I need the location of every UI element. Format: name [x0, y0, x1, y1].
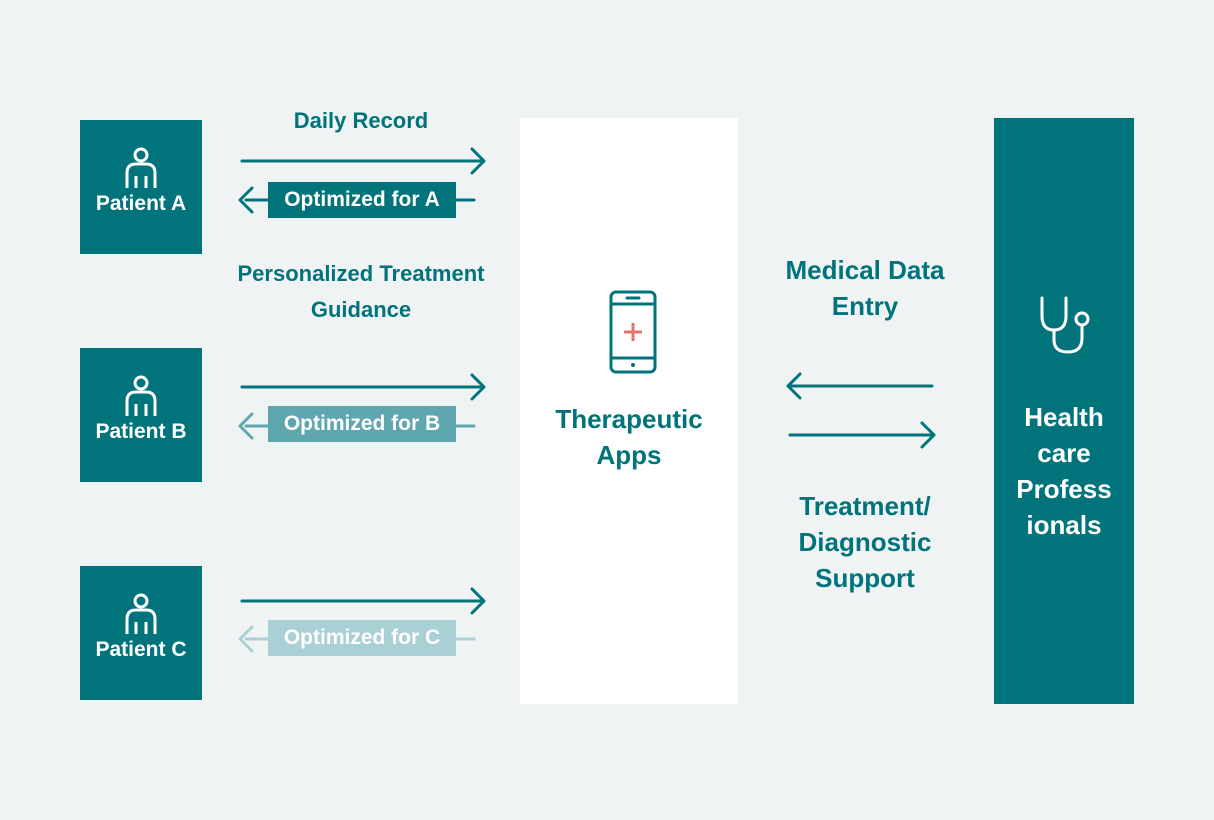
arrows-patient-c	[238, 587, 486, 653]
patient-b-label: Patient B	[95, 420, 187, 443]
support-line-2: Diagnostic	[798, 527, 932, 557]
person-icon	[125, 375, 157, 416]
personalized-guidance-label: Personalized Treatment Guidance	[222, 256, 500, 328]
optimized-for-a-label: Optimized for A	[268, 182, 456, 218]
hcp-line-3: Profess	[1016, 474, 1112, 504]
hcp-line-1: Health	[1024, 402, 1104, 432]
patient-c-label: Patient C	[95, 638, 187, 661]
arrows-patient-a	[238, 147, 486, 214]
optimized-for-c-label: Optimized for C	[268, 620, 456, 656]
patient-a-box: Patient A	[80, 120, 202, 254]
entry-line-1: Medical Data	[785, 255, 945, 285]
medical-data-entry-label: Medical Data Entry	[760, 252, 970, 324]
person-icon	[125, 593, 157, 634]
therapeutic-apps-panel: Therapeutic Apps	[520, 118, 738, 704]
title-line-1: Therapeutic	[555, 404, 703, 434]
patient-c-box: Patient C	[80, 566, 202, 700]
smartphone-medical-icon	[609, 290, 657, 374]
patient-b-box: Patient B	[80, 348, 202, 482]
guidance-line-1: Personalized Treatment	[237, 261, 485, 286]
hcp-line-2: care	[1037, 438, 1091, 468]
arrows-hcp	[786, 372, 936, 449]
person-icon	[125, 147, 157, 188]
guidance-line-2: Guidance	[310, 297, 412, 322]
arrows-patient-b	[238, 373, 486, 440]
therapeutic-apps-title: Therapeutic Apps	[520, 401, 738, 473]
entry-line-2: Entry	[831, 291, 899, 321]
daily-record-label: Daily Record	[293, 108, 429, 133]
stethoscope-icon	[1040, 296, 1090, 354]
support-line-1: Treatment/	[799, 491, 931, 521]
patient-a-label: Patient A	[95, 192, 187, 215]
healthcare-professionals-panel: Health care Profess ionals	[994, 118, 1134, 704]
treatment-support-label: Treatment/ Diagnostic Support	[760, 488, 970, 596]
hcp-label: Health care Profess ionals	[994, 399, 1134, 543]
hcp-line-4: ionals	[1026, 510, 1102, 540]
optimized-for-b-label: Optimized for B	[268, 406, 456, 442]
title-line-2: Apps	[596, 440, 662, 470]
support-line-3: Support	[815, 563, 915, 593]
